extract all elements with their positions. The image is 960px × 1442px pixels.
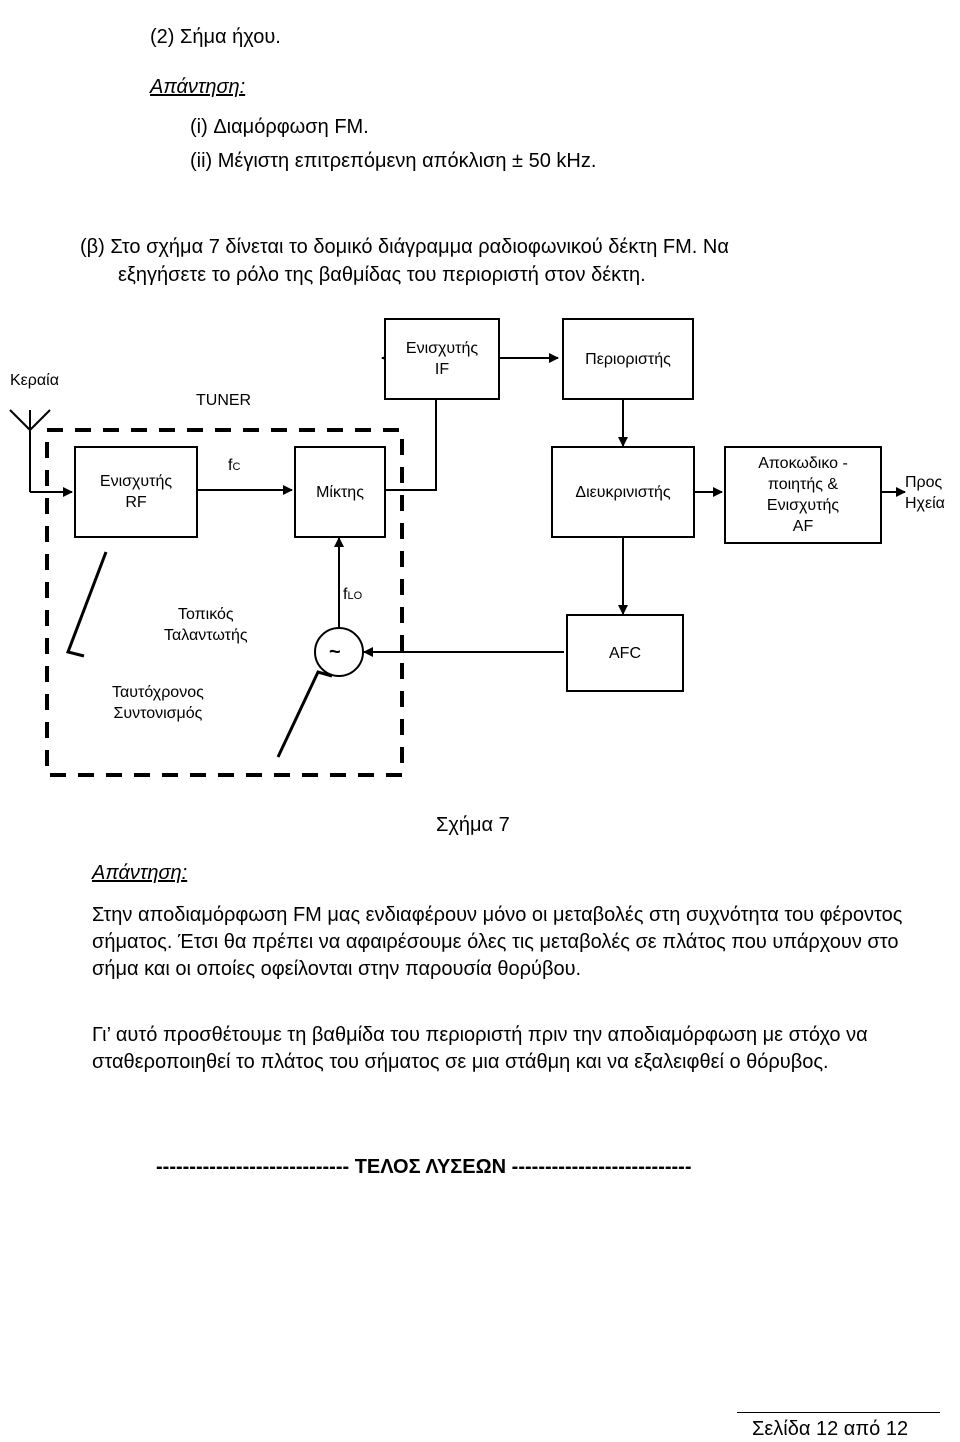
fc-label: fC	[228, 457, 241, 474]
answer-paragraph-2: Γι’ αυτό προσθέτουμε τη βαθμίδα του περι…	[92, 1024, 868, 1073]
flo-label: fLO	[343, 586, 363, 603]
antenna-label: Κεραία	[10, 372, 59, 389]
ganged-tuning-icon	[65, 551, 333, 758]
discriminator-block: Διευκρινιστής	[551, 446, 695, 538]
footer-rule	[737, 1412, 940, 1413]
question-b-line-1: (β) Στο σχήμα 7 δίνεται το δομικό διάγρα…	[80, 236, 729, 258]
answer-label-2: Απάντηση:	[92, 862, 188, 884]
tuner-dashed-boundary	[45, 428, 404, 777]
mixer-block: Μίκτης	[294, 446, 386, 538]
oscillator-circle	[314, 627, 364, 677]
answer-i: (i) Διαμόρφωση FM.	[190, 116, 369, 138]
antenna-icon	[9, 409, 73, 497]
limiter-block: Περιοριστής	[562, 318, 694, 400]
answer-paragraph-1: Στην αποδιαμόρφωση FM μας ενδιαφέρουν μό…	[92, 904, 903, 980]
figure-caption: Σχήμα 7	[436, 814, 510, 836]
tuner-label: TUNER	[196, 392, 252, 409]
item-2-text: (2) Σήμα ήχου.	[150, 26, 281, 48]
end-of-solutions: ----------------------------- ΤΕΛΟΣ ΛΥΣΕ…	[156, 1156, 692, 1178]
afc-block: AFC	[566, 614, 684, 692]
page-number: Σελίδα 12 από 12	[752, 1418, 909, 1440]
answer-ii: (ii) Μέγιστη επιτρεπόμενη απόκλιση ± 50 …	[190, 150, 597, 172]
decoder-af-amplifier-block: Αποκωδικο - ποιητής & Ενισχυτής AF	[724, 446, 882, 544]
question-b-line-2: εξηγήσετε το ρόλο της βαθμίδας του περιο…	[118, 264, 646, 286]
answer-label: Απάντηση:	[150, 76, 246, 98]
oscillator-tilde-icon: ~	[329, 641, 341, 663]
diagram-lines	[9, 353, 906, 777]
